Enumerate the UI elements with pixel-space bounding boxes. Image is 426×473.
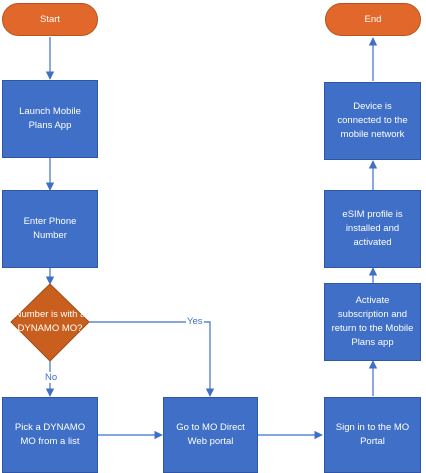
- decision-diamond: [10, 283, 90, 362]
- no-edge-label: No: [44, 372, 59, 383]
- end-terminal: End: [325, 3, 421, 36]
- enter-phone-step: Enter Phone Number: [2, 190, 98, 268]
- activate-label: Activate subscription and return to the …: [331, 295, 414, 348]
- pick-mo-step: Pick a DYNAMO MO from a list: [2, 397, 98, 473]
- launch-app-step: Launch Mobile Plans App: [2, 80, 98, 158]
- sign-in-label: Sign in to the MO Portal: [335, 422, 410, 447]
- pick-mo-label: Pick a DYNAMO MO from a list: [14, 422, 86, 447]
- edge-decision-yes: [89, 321, 215, 397]
- start-label: Start: [39, 13, 61, 25]
- decision-label: Number is with a DYNAMO MO?: [14, 309, 86, 334]
- end-label: End: [364, 13, 382, 25]
- connected-step: Device is connected to the mobile networ…: [324, 82, 421, 160]
- go-portal-label: Go to MO Direct Web portal: [176, 422, 245, 447]
- go-portal-step: Go to MO Direct Web portal: [163, 397, 258, 473]
- enter-phone-label: Enter Phone Number: [23, 216, 77, 241]
- activate-step: Activate subscription and return to the …: [324, 283, 421, 361]
- connected-label: Device is connected to the mobile networ…: [337, 101, 408, 140]
- start-terminal: Start: [2, 3, 98, 36]
- yes-edge-label: Yes: [186, 316, 204, 327]
- sign-in-step: Sign in to the MO Portal: [324, 397, 421, 473]
- launch-app-label: Launch Mobile Plans App: [19, 106, 81, 131]
- esim-step: eSIM profile is installed and activated: [324, 190, 421, 268]
- esim-label: eSIM profile is installed and activated: [342, 209, 403, 248]
